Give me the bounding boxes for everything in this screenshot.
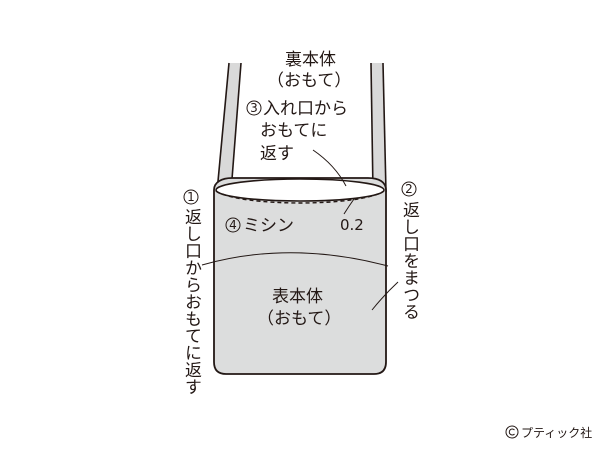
step3-number: 3 [250, 101, 258, 115]
right-strap-outer-edge [382, 62, 387, 193]
step1-number-circle [183, 189, 199, 205]
seam-allowance-value: 0.2 [340, 216, 364, 234]
left-strap [216, 62, 242, 193]
outer-label-line2: （おもて） [257, 309, 341, 329]
leader-step2 [371, 281, 399, 311]
bag-body [213, 177, 387, 375]
left-strap-fill [217, 63, 241, 192]
left-strap-outer-edge [216, 62, 230, 193]
step4-number-circle [225, 217, 241, 233]
step3-text-line2: おもてに [260, 121, 327, 141]
leader-step3 [312, 149, 347, 187]
copyright-icon [505, 425, 519, 439]
step1-text: 返し口からおもてに返す [181, 208, 202, 395]
step3-text-line1: 入れ口から [263, 99, 348, 119]
step4-number-badge: 4 [225, 217, 241, 233]
step4-text: ミシン [243, 216, 294, 236]
bag-opening [215, 178, 385, 202]
step3-number-badge: 3 [246, 100, 262, 116]
step3-text-line3: 返す [260, 144, 294, 164]
lining-label-line1: 裏本体 [285, 49, 336, 70]
step2-text: 返し口をまつる [399, 201, 420, 320]
step2-number-circle [401, 181, 417, 197]
step4-number: 4 [229, 218, 237, 232]
right-strap [370, 62, 387, 193]
step2-number: 2 [405, 182, 413, 196]
step3-number-circle [246, 100, 262, 116]
copyright-icon-c [508, 428, 515, 436]
step2-number-badge: 2 [401, 181, 417, 197]
step1-number: 1 [187, 190, 195, 204]
step1-number-badge: 1 [183, 189, 199, 205]
leader-seam-allowance [343, 198, 355, 215]
outer-label-line1: 表本体 [272, 287, 323, 307]
credit-text: プティック社 [521, 425, 592, 440]
right-strap-inner-edge [370, 62, 374, 193]
lining-label-line2: （おもて） [267, 71, 351, 91]
copyright-credit: プティック社 [505, 425, 592, 440]
right-strap-fill [371, 63, 386, 192]
left-strap-inner-edge [230, 62, 242, 193]
topstitch-line [215, 190, 385, 204]
leader-step1 [201, 252, 389, 267]
